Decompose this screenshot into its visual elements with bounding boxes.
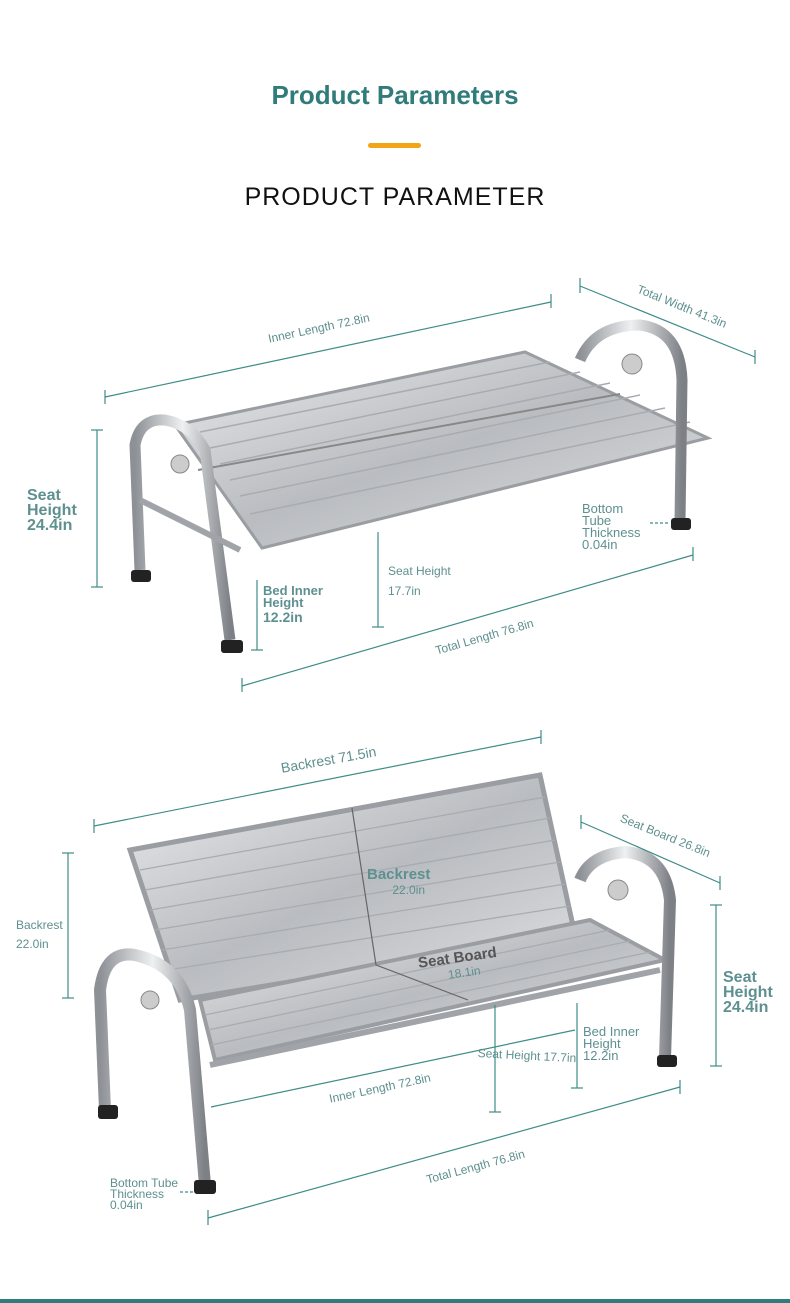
page-title: Product Parameters [271,80,519,110]
bed-bottom-tube-label: Bottom Tube Thickness 0.04in [582,501,641,552]
label-line: 22.0in [392,883,426,897]
label-line: 0.04in [582,537,618,552]
label-line: 24.4in [723,999,769,1016]
label-line: Seat [27,487,61,504]
footer-divider [0,1299,790,1303]
sofa-seat-height-label: Seat Height 24.4in [723,969,773,1016]
label-line: 12.2in [263,609,303,625]
sofa-bed-flat-illustration [129,319,713,653]
sofa-backrest-height-left-label: Backrest 22.0in [16,916,63,954]
sofa-backrest-center-label: Backrest 22.0in [367,866,430,896]
label-line: Tube [582,513,612,528]
label-line: Backrest [16,918,63,932]
label-line: Seat Height [388,564,451,578]
bed-dimension-lines [91,278,756,692]
label-line: Height [583,1036,621,1051]
label-line: Bottom [582,501,624,516]
title-accent-divider [368,143,421,148]
label-line: 24.4in [27,517,73,534]
label-line: Bottom Tube [110,1176,179,1190]
sofa-upright-illustration [93,772,677,1194]
label-line: Seat [723,969,757,986]
sofa-dimension-lines [62,730,722,1225]
bed-seat-height-label: Seat Height 24.4in [27,487,77,534]
label-line: 17.7in [388,584,421,598]
label-line: Height [723,984,773,1001]
sofa-bed-inner-height-label: Bed Inner Height 12.2in [583,1024,640,1063]
bed-seat-height-small-label: Seat Height 17.7in [388,561,451,601]
label-line: 22.0in [16,937,49,951]
label-line: Bed Inner [263,583,323,598]
label-line: Thickness [582,525,641,540]
bed-inner-height-label: Bed Inner Height 12.2in [263,583,323,625]
label-line: Height [27,502,77,519]
label-line: Thickness [110,1187,165,1201]
sofa-bottom-tube-label: Bottom Tube Thickness 0.04in [110,1176,179,1212]
section-subtitle: PRODUCT PARAMETER [244,183,546,211]
label-line: 12.2in [583,1048,619,1063]
label-line: 0.04in [110,1198,143,1212]
label-line: Height [263,595,304,610]
label-line: Backrest [367,866,431,883]
label-line: Bed Inner [583,1024,640,1039]
